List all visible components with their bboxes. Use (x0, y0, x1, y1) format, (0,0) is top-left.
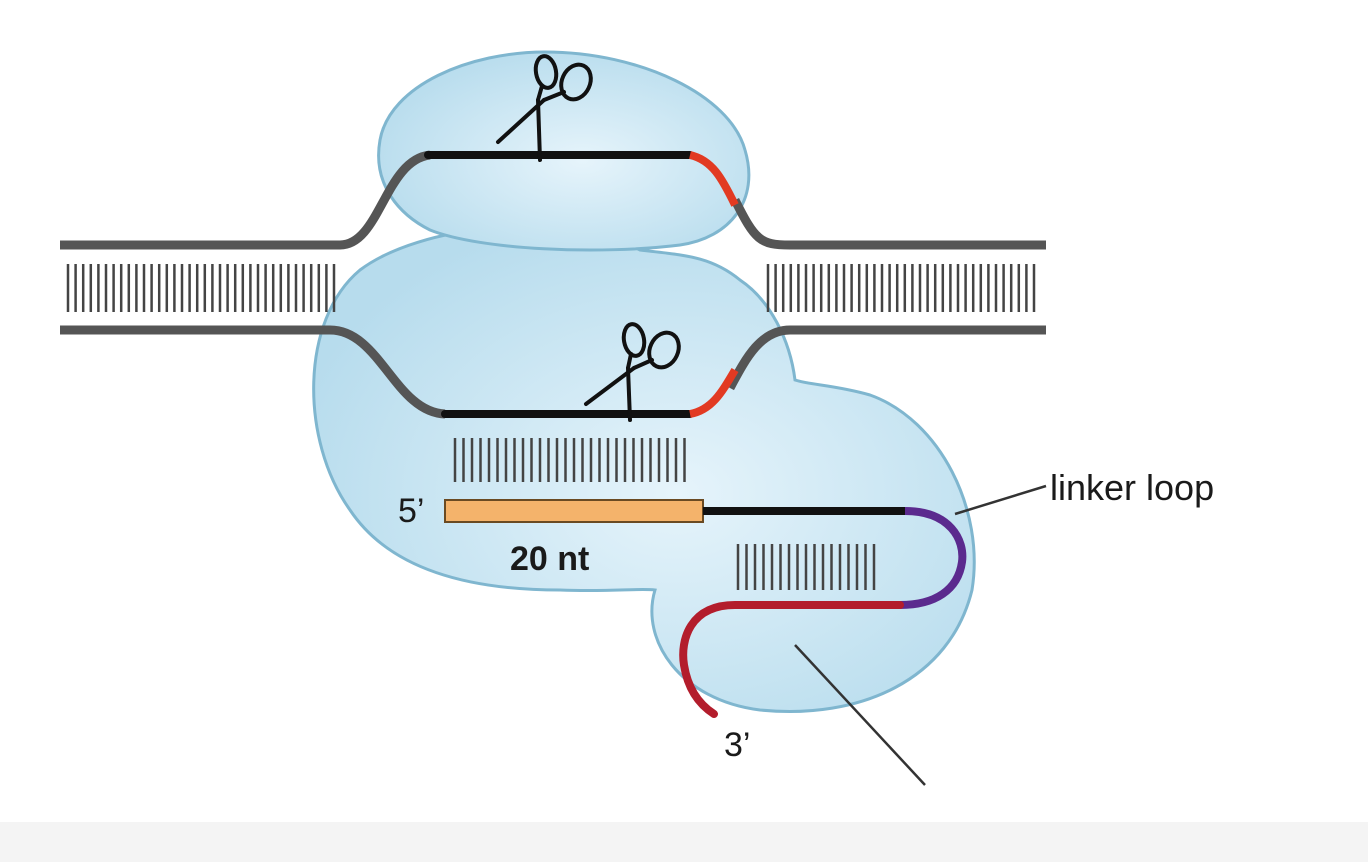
linker-leader-line (954, 484, 1047, 516)
cas9-protein (312, 50, 976, 713)
three-prime-label: 3’ (724, 726, 750, 764)
sgrna-backbone (679, 507, 967, 718)
base-pairs-left (66, 264, 336, 312)
dna-duplex-left (60, 150, 446, 419)
non-target-strand (424, 151, 739, 207)
linker-loop-segment (899, 507, 967, 609)
linker-loop-label: linker loop (1050, 467, 1214, 508)
pointer-line (794, 644, 926, 786)
five-prime-label: 5’ (398, 492, 424, 530)
scissors-icon (496, 54, 593, 162)
protein-lower-lobe (312, 225, 976, 713)
scissors-icon (584, 322, 681, 422)
bottom-band (0, 822, 1368, 862)
protein-upper-lobe (377, 50, 751, 252)
base-pairs-right (766, 264, 1036, 312)
target-strand (441, 367, 739, 418)
repeat-antirepeat-pairs (736, 544, 876, 590)
guide-target-pairs (453, 438, 686, 482)
dna-duplex-right (726, 197, 1046, 391)
spacer-length-label: 20 nt (510, 540, 589, 578)
spacer-segment (444, 499, 704, 523)
